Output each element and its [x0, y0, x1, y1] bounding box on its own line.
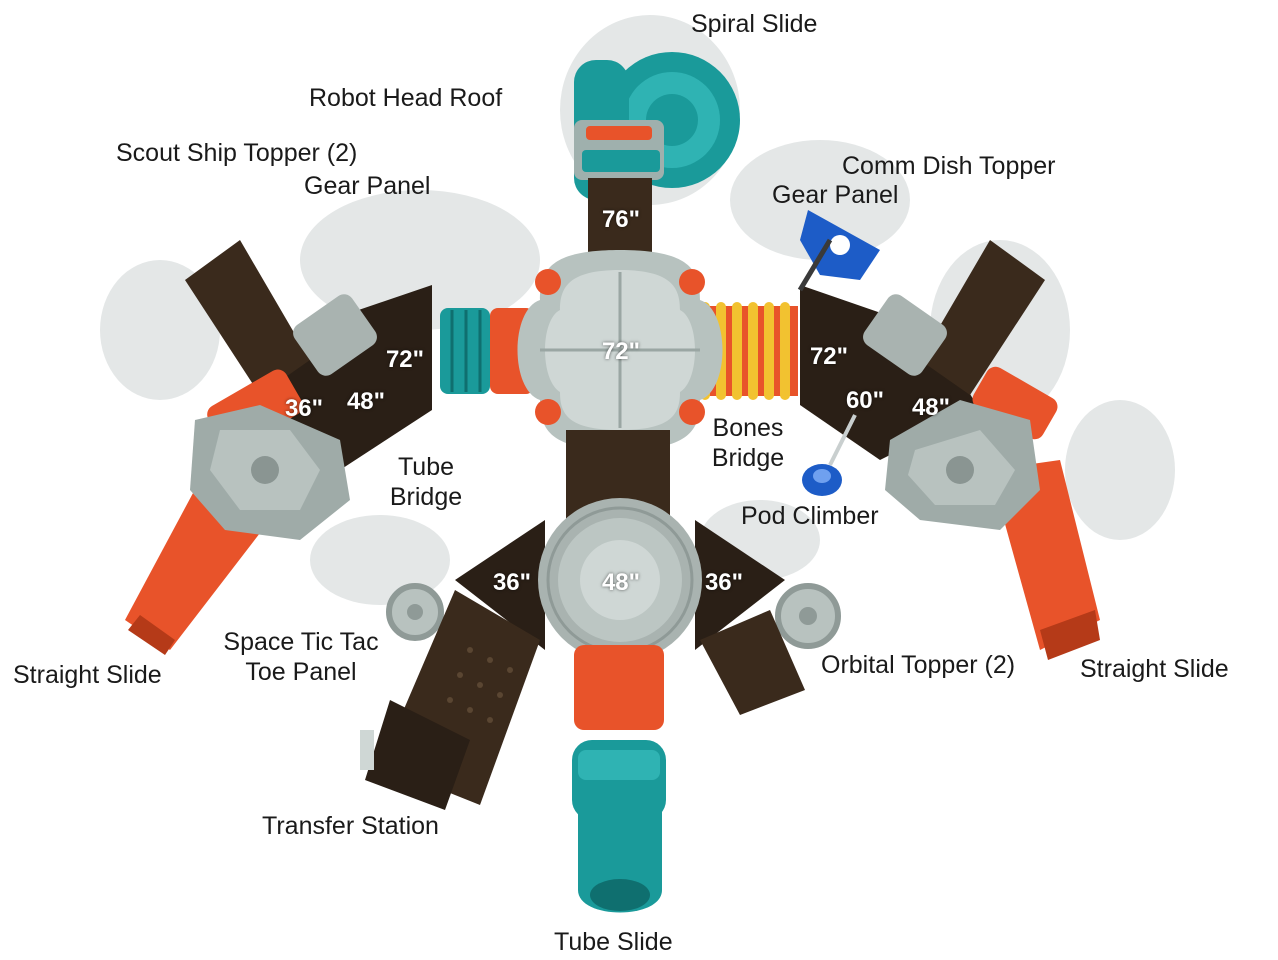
label-space-tic-tac-line2: Toe Panel — [245, 658, 357, 686]
deck-height-top: 76" — [601, 206, 641, 233]
deck-height-bottom-right: 36" — [704, 569, 744, 596]
deck-height-left-mid: 48" — [346, 388, 386, 415]
orbital-topper-right — [775, 583, 841, 649]
label-pod-climber: Pod Climber — [741, 502, 879, 530]
label-scout-ship-topper: Scout Ship Topper (2) — [116, 139, 358, 167]
label-spiral-slide: Spiral Slide — [691, 10, 818, 38]
deck-top — [588, 178, 652, 263]
right-bottom-deck — [700, 610, 805, 715]
deck-height-right-outer: 48" — [911, 394, 951, 421]
label-space-tic-tac-toe-panel: Space Tic Tac Toe Panel — [213, 627, 389, 687]
scout-ship-topper-left — [190, 405, 350, 540]
deck-height-left-upper: 72" — [385, 346, 425, 373]
label-transfer-station: Transfer Station — [262, 812, 439, 840]
label-tube-bridge-line1: Tube — [397, 453, 455, 481]
label-tube-bridge-line2: Bridge — [389, 483, 463, 511]
orbital-topper-left — [386, 583, 444, 641]
transfer-station — [360, 590, 540, 810]
label-space-tic-tac-line1: Space Tic Tac — [223, 628, 379, 656]
deck-height-bottom-left: 36" — [492, 569, 532, 596]
label-straight-slide-left: Straight Slide — [13, 661, 162, 689]
label-robot-head-roof: Robot Head Roof — [309, 84, 503, 112]
deck-height-right-mid: 60" — [845, 387, 885, 414]
label-comm-dish-topper: Comm Dish Topper — [842, 152, 1056, 180]
label-gear-panel-right: Gear Panel — [772, 181, 899, 209]
deck-height-bottom-center: 48" — [601, 569, 641, 596]
deck-height-center: 72" — [601, 338, 641, 365]
label-orbital-topper: Orbital Topper (2) — [821, 651, 1016, 679]
pod-climber — [802, 414, 857, 496]
label-bones-bridge-line2: Bridge — [711, 444, 785, 472]
deck-height-left-outer: 36" — [284, 395, 324, 422]
bottom-hub — [455, 498, 785, 662]
tube-slide — [572, 645, 666, 913]
label-tube-slide: Tube Slide — [554, 928, 673, 956]
deck-height-right-upper: 72" — [809, 343, 849, 370]
scout-ship-topper-right — [885, 400, 1040, 530]
comm-dish-topper — [797, 210, 880, 292]
label-bones-bridge: Bones Bridge — [706, 413, 790, 473]
center-hub — [517, 250, 723, 450]
label-gear-panel-left: Gear Panel — [304, 172, 431, 200]
label-tube-bridge: Tube Bridge — [384, 452, 468, 512]
label-bones-bridge-line1: Bones — [712, 414, 784, 442]
label-straight-slide-right: Straight Slide — [1080, 655, 1229, 683]
robot-head-roof — [574, 120, 664, 180]
